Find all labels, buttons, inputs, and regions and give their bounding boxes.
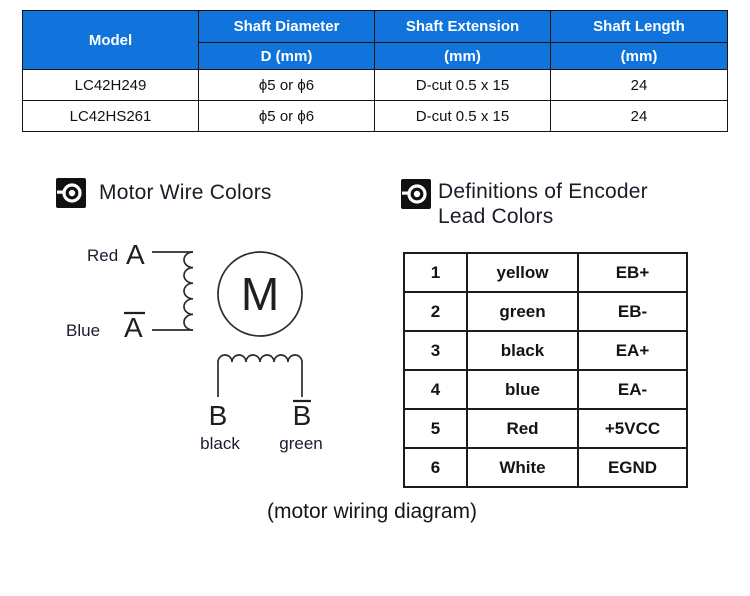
encoder-pin: 6 <box>403 447 468 488</box>
encoder-pin: 3 <box>403 330 468 371</box>
spec-subheader-extension-unit: (mm) <box>374 42 551 70</box>
phase-a-bar-label: A <box>124 312 143 343</box>
encoder-color: yellow <box>466 252 579 293</box>
encoder-row: 3 black EA+ <box>403 330 688 371</box>
section-title: Definitions of Encoder Lead Colors <box>438 179 648 229</box>
spec-header-shaft-diameter: Shaft Diameter <box>198 10 375 43</box>
spec-header-model: Model <box>22 10 199 70</box>
section-title-line2: Lead Colors <box>438 205 554 228</box>
spec-cell-diameter: ϕ5 or ϕ6 <box>198 69 375 101</box>
encoder-table: 1 yellow EB+ 2 green EB- 3 black EA+ 4 b… <box>403 252 688 488</box>
spec-cell-extension: D-cut 0.5 x 15 <box>374 100 551 132</box>
spec-cell-length: 24 <box>550 100 728 132</box>
spec-cell-model: LC42H249 <box>22 69 199 101</box>
encoder-signal: EGND <box>577 447 688 488</box>
wire-color-label-blue: Blue <box>66 321 100 340</box>
spec-subheader-length-unit: (mm) <box>550 42 728 70</box>
target-rotate-icon <box>401 179 431 209</box>
coil-a <box>183 251 194 331</box>
encoder-signal: EA- <box>577 369 688 410</box>
encoder-pin: 5 <box>403 408 468 449</box>
section-encoder-lead-colors: Definitions of Encoder Lead Colors <box>401 179 648 229</box>
spec-row: LC42H249 ϕ5 or ϕ6 D-cut 0.5 x 15 24 <box>22 69 728 101</box>
encoder-pin: 2 <box>403 291 468 332</box>
encoder-row: 6 White EGND <box>403 447 688 488</box>
section-title: Motor Wire Colors <box>99 181 272 204</box>
diagram-caption: (motor wiring diagram) <box>266 500 478 523</box>
wire-color-label-black: black <box>200 434 240 453</box>
encoder-row: 2 green EB- <box>403 291 688 332</box>
motor-label: M <box>241 268 279 320</box>
wire-color-label-red: Red <box>87 246 118 265</box>
spec-cell-length: 24 <box>550 69 728 101</box>
phase-b-label: B <box>209 400 228 431</box>
encoder-color: black <box>466 330 579 371</box>
spec-table: Model Shaft Diameter Shaft Extension Sha… <box>22 10 728 132</box>
encoder-color: green <box>466 291 579 332</box>
motor-wiring-diagram: Red A Blue A M B B black green <box>66 239 323 453</box>
encoder-pin: 1 <box>403 252 468 293</box>
encoder-row: 1 yellow EB+ <box>403 252 688 293</box>
encoder-pin: 4 <box>403 369 468 410</box>
section-motor-wire-colors: Motor Wire Colors <box>56 178 272 208</box>
spec-subheader-diameter-unit: D (mm) <box>198 42 375 70</box>
encoder-signal: EB+ <box>577 252 688 293</box>
section-title-line1: Definitions of Encoder <box>438 180 648 203</box>
spec-cell-extension: D-cut 0.5 x 15 <box>374 69 551 101</box>
encoder-row: 5 Red +5VCC <box>403 408 688 449</box>
encoder-color: White <box>466 447 579 488</box>
encoder-signal: +5VCC <box>577 408 688 449</box>
encoder-signal: EA+ <box>577 330 688 371</box>
encoder-row: 4 blue EA- <box>403 369 688 410</box>
spec-row: LC42HS261 ϕ5 or ϕ6 D-cut 0.5 x 15 24 <box>22 100 728 132</box>
phase-a-label: A <box>126 239 145 270</box>
encoder-color: blue <box>466 369 579 410</box>
encoder-color: Red <box>466 408 579 449</box>
motor-circle <box>217 251 303 337</box>
encoder-signal: EB- <box>577 291 688 332</box>
spec-cell-model: LC42HS261 <box>22 100 199 132</box>
phase-b-bar-label: B <box>293 400 312 431</box>
spec-cell-diameter: ϕ5 or ϕ6 <box>198 100 375 132</box>
spec-header-shaft-extension: Shaft Extension <box>374 10 551 43</box>
coil-b <box>217 354 303 397</box>
wire-color-label-green: green <box>279 434 322 453</box>
spec-header-shaft-length: Shaft Length <box>550 10 728 43</box>
target-rotate-icon <box>56 178 86 208</box>
